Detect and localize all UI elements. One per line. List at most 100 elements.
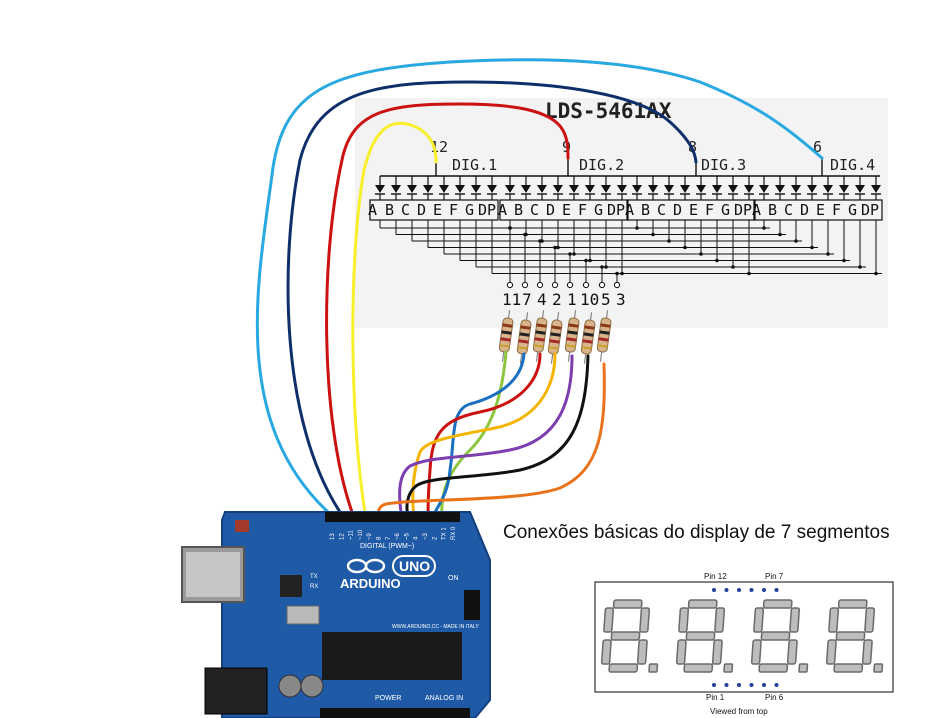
- decimal-point: [648, 663, 659, 673]
- junction-dot: [584, 258, 588, 263]
- wire-orange-pin3: [376, 362, 606, 520]
- diode: [375, 176, 385, 200]
- wire-yellow-dig1: [351, 121, 438, 514]
- pin-terminal: [598, 281, 606, 289]
- bottom-pin-numbers: 11 7 4 2 1 10 5 3: [502, 290, 626, 309]
- diode: [696, 176, 706, 200]
- package-digits: [600, 599, 884, 673]
- header-pin-label: 8: [377, 536, 383, 540]
- resistor: [596, 310, 612, 362]
- seven-seg-digit: [600, 599, 659, 673]
- seg-label-c4: C: [784, 201, 793, 219]
- pin-terminal: [566, 281, 574, 289]
- diode: [807, 176, 817, 200]
- pkg-pin-6-label: Pin 6: [765, 693, 784, 702]
- diode: [791, 176, 801, 200]
- junction-dot: [794, 239, 798, 243]
- package-pin-dot: [724, 588, 729, 592]
- junction-dot: [538, 239, 542, 243]
- junction-dot: [699, 252, 703, 256]
- package-pin-dot: [749, 588, 754, 592]
- seg-label-g4: G: [848, 201, 857, 219]
- diode: [632, 176, 642, 200]
- seven-seg-digit: [825, 599, 884, 673]
- pkg-footer: Viewed from top: [710, 707, 768, 716]
- package-pin-dot: [774, 683, 779, 687]
- pkg-pin-12-label: Pin 12: [704, 572, 727, 581]
- header-pin-label: ~6: [395, 532, 401, 540]
- pin-11-label: 11: [502, 290, 521, 309]
- header-pin-label: ~5: [404, 532, 410, 540]
- pin-terminal: [582, 281, 590, 289]
- power-analog-header: [320, 708, 470, 718]
- package-pin-dot: [737, 683, 741, 687]
- pin-terminal: [506, 281, 514, 289]
- seg-label-e2: E: [562, 201, 571, 219]
- package-pin-dot: [762, 683, 766, 687]
- seg-label-d2: D: [546, 201, 555, 219]
- digit-group-box: [499, 199, 629, 221]
- junction-dot: [588, 258, 592, 263]
- junction-dot: [568, 252, 572, 256]
- usb-connector-face: [186, 552, 240, 597]
- seg-label-e4: E: [816, 201, 825, 219]
- pin-5-label: 5: [601, 290, 611, 309]
- reset-button: [235, 520, 249, 532]
- power-jack: [204, 667, 268, 715]
- atmega-chip: [322, 632, 462, 680]
- resistor: [498, 310, 514, 362]
- diode: [505, 176, 515, 200]
- digit-group-box: [369, 199, 499, 221]
- seg-label-a3: A: [625, 201, 634, 219]
- diode: [423, 176, 433, 200]
- seg-label-b2: B: [514, 201, 523, 219]
- diode: [601, 176, 611, 200]
- analog-label: ANALOG IN: [425, 695, 463, 702]
- seg-label-d3: D: [673, 201, 682, 219]
- diode: [680, 176, 690, 200]
- usb-chip: [280, 575, 302, 597]
- package-pins-bottom: [712, 683, 779, 687]
- header-pin-label: RX 0: [451, 526, 457, 540]
- wire-orange-yellow-pin2: [411, 352, 557, 520]
- diode: [471, 176, 481, 200]
- segment-labels: A B C D E F G DP A B C D E F G DP A B C …: [368, 201, 879, 219]
- diode: [855, 176, 865, 200]
- pin-terminal: [521, 281, 529, 289]
- package-pin-dot: [724, 683, 729, 687]
- junction-dot: [556, 245, 560, 250]
- diode: [648, 176, 658, 200]
- diode: [407, 176, 417, 200]
- seg-label-dp3: DP: [734, 201, 752, 219]
- digit-3-label: DIG.3: [701, 156, 746, 174]
- resistor: [547, 312, 563, 364]
- junction-dot: [604, 265, 608, 269]
- pin-7-label: 7: [522, 290, 532, 309]
- pin-2-label: 2: [552, 290, 562, 309]
- package-pin-dot: [762, 588, 766, 592]
- seg-label-d4: D: [800, 201, 809, 219]
- junction-dot: [826, 252, 830, 256]
- display-package-view: Pin 12 Pin 7 Pin 1 Pin 6 Viewed from top: [594, 572, 894, 716]
- diode: [537, 176, 547, 200]
- model-badge: [392, 555, 436, 577]
- junction-dot: [651, 232, 655, 237]
- pin-terminal: [613, 281, 621, 289]
- seg-label-dp1: DP: [478, 201, 496, 219]
- seg-label-f1: F: [449, 201, 458, 219]
- digit-4-pin-number: 6: [813, 138, 822, 156]
- brand-label: ARDUINO: [340, 576, 401, 591]
- seg-label-c2: C: [530, 201, 539, 219]
- seg-label-b3: B: [641, 201, 650, 219]
- seg-label-dp2: DP: [607, 201, 625, 219]
- seg-label-e1: E: [433, 201, 442, 219]
- on-label: ON: [448, 575, 459, 582]
- model-label: UNO: [399, 558, 430, 574]
- diode: [759, 176, 769, 200]
- diode: [455, 176, 465, 200]
- header-pin-label: ~10: [358, 529, 364, 540]
- junction-dot: [778, 232, 782, 237]
- seg-label-c3: C: [657, 201, 666, 219]
